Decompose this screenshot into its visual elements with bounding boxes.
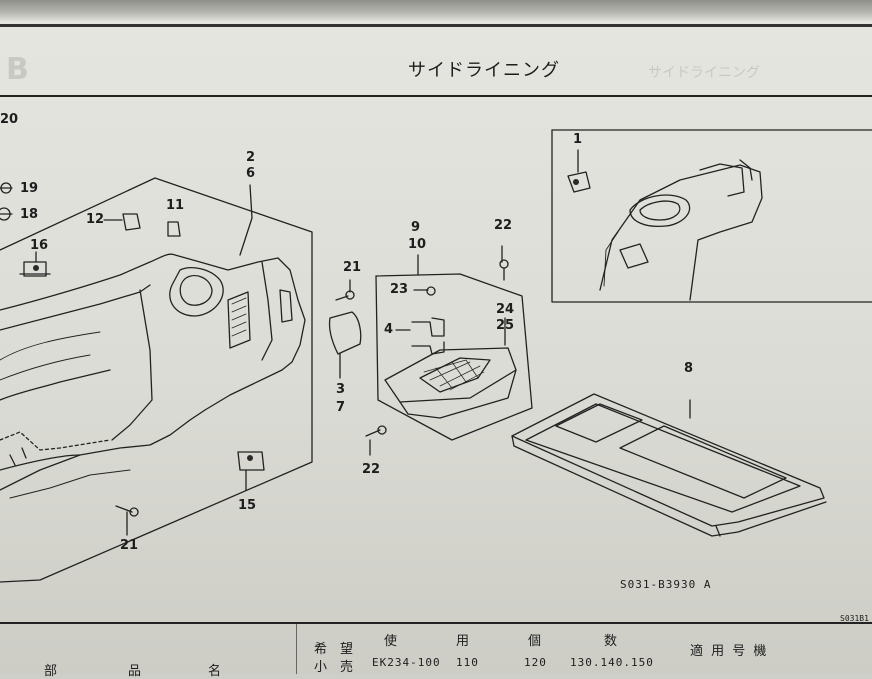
vent-grille — [384, 347, 517, 403]
callout-24: 24 — [496, 302, 515, 317]
callout-7: 7 — [336, 400, 346, 415]
footer-120: 120 — [524, 656, 547, 669]
callout-21-lower: 21 — [120, 538, 139, 553]
page-top-shadow — [0, 0, 872, 22]
clip-4-upper — [411, 317, 445, 337]
callout-4: 4 — [384, 322, 394, 337]
inset-liner — [599, 164, 763, 301]
grommet-16 — [23, 261, 47, 277]
callout-15: 15 — [238, 498, 257, 513]
parcel-shelf — [511, 393, 825, 527]
header-bottom-rule — [0, 95, 872, 97]
ghost-section-letter: B — [6, 52, 29, 87]
callout-22-lower: 22 — [362, 462, 381, 477]
callout-16: 16 — [30, 238, 49, 253]
inset-frame — [551, 129, 872, 303]
clip-4-lower — [411, 341, 445, 355]
side-liner-outline — [0, 253, 306, 491]
footer-part-name-2: 品 — [128, 664, 142, 679]
corner-code: S031B1 — [840, 614, 869, 623]
footer-divider — [296, 624, 297, 674]
footer-col-qty: 個 — [528, 634, 542, 649]
callout-22-upper: 22 — [494, 218, 513, 233]
footer-part-name-1: 部 — [44, 664, 58, 679]
callout-9: 9 — [411, 220, 421, 235]
footer-110: 110 — [456, 656, 479, 669]
callout-25: 25 — [496, 318, 515, 333]
callout-21-upper: 21 — [343, 260, 362, 275]
callout-10: 10 — [408, 237, 427, 252]
leader-2-6 — [239, 184, 253, 256]
clip-12 — [122, 213, 141, 231]
callout-20: 20 — [0, 112, 19, 127]
diagram-code: S031-B3930 A — [620, 578, 712, 591]
callout-11: 11 — [166, 198, 185, 213]
callout-2: 2 — [246, 150, 256, 165]
clip-11 — [167, 221, 181, 237]
callout-8: 8 — [684, 361, 694, 376]
rear-tray-group-outline — [375, 273, 533, 441]
footer-col-applicable: 適 用 号 機 — [690, 644, 769, 659]
footer-rest: 130.140.150 — [570, 656, 654, 669]
liner-group-outline — [0, 177, 313, 583]
callout-12: 12 — [86, 212, 105, 227]
footer-model: EK234-100 — [372, 656, 441, 669]
screw-21-lower — [115, 505, 133, 513]
footer-rule — [0, 622, 872, 624]
inset-clip-1 — [567, 171, 591, 193]
callout-19: 19 — [20, 181, 39, 196]
header-top-rule — [0, 24, 872, 27]
footer-part-name-3: 名 — [208, 664, 222, 679]
callout-1: 1 — [573, 132, 583, 147]
clip-15 — [237, 451, 265, 471]
footer-col-qty-2: 数 — [604, 634, 618, 649]
callout-3: 3 — [336, 382, 346, 397]
callout-23: 23 — [390, 282, 409, 297]
callout-18: 18 — [20, 207, 39, 222]
ghost-section-title: サイドライニング — [648, 65, 760, 81]
callout-6: 6 — [246, 166, 256, 181]
footer-col-price: 希 望 — [314, 642, 354, 657]
page-title: サイドライニング — [408, 60, 560, 81]
cover-3-7 — [328, 311, 362, 355]
footer-col-price-2: 小 売 — [314, 660, 354, 675]
footer-col-use-2: 用 — [456, 634, 470, 649]
footer-col-use: 使 — [384, 634, 398, 649]
